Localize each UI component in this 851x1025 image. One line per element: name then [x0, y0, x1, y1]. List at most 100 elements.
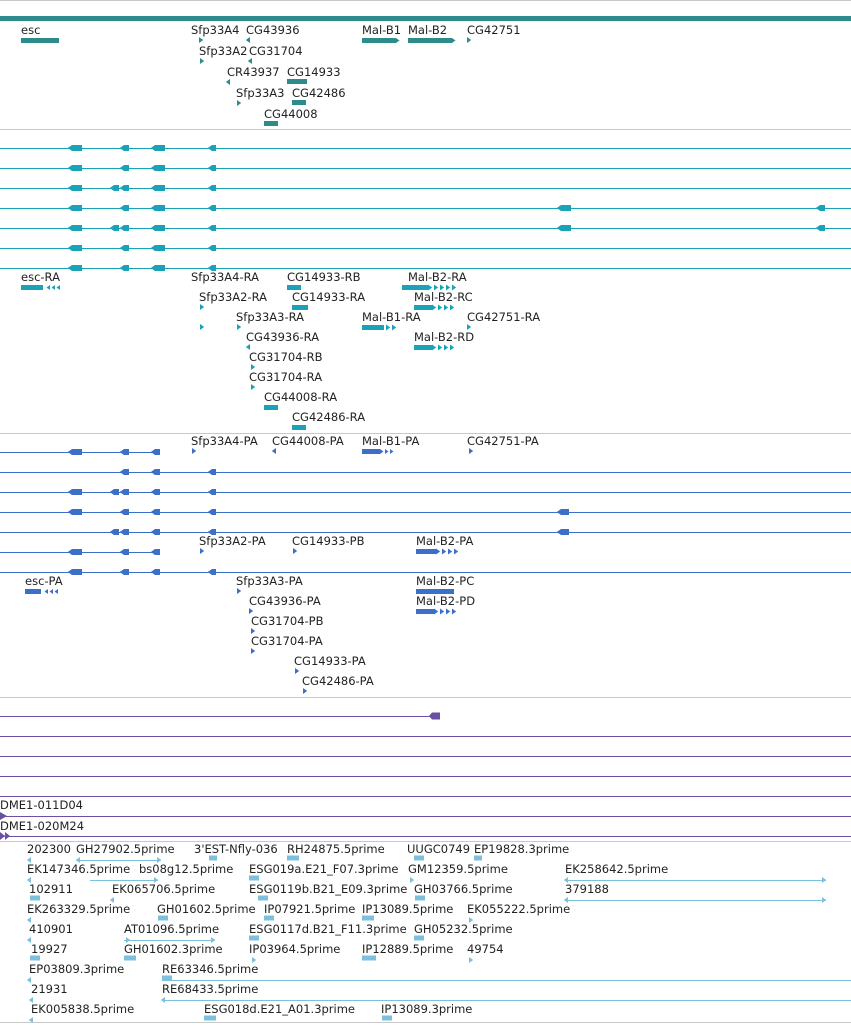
- exon-block[interactable]: [155, 549, 160, 555]
- est-block[interactable]: [158, 915, 168, 921]
- gene-mal-b1-glyph[interactable]: [362, 38, 396, 43]
- exon-block[interactable]: [155, 145, 165, 151]
- exon-block[interactable]: [212, 165, 216, 171]
- gene-cg42486-glyph[interactable]: [292, 100, 306, 105]
- exon-block[interactable]: [561, 529, 569, 535]
- exon-block[interactable]: [212, 509, 216, 515]
- est-block[interactable]: [124, 955, 136, 961]
- exon-block[interactable]: [264, 405, 278, 410]
- gene-cg44008-glyph[interactable]: [264, 121, 278, 126]
- exon-block[interactable]: [124, 549, 129, 555]
- est-block[interactable]: [249, 935, 259, 941]
- exon-block[interactable]: [155, 205, 165, 211]
- exon-block[interactable]: [72, 265, 82, 271]
- exon-block[interactable]: [155, 449, 160, 455]
- est-block[interactable]: [414, 935, 424, 941]
- exon-block[interactable]: [155, 165, 165, 171]
- exon-block[interactable]: [561, 509, 569, 515]
- exon-block[interactable]: [212, 145, 216, 151]
- est-block[interactable]: [362, 915, 374, 921]
- exon-block[interactable]: [25, 589, 41, 594]
- est-block[interactable]: [382, 1015, 392, 1021]
- exon-block[interactable]: [124, 145, 129, 151]
- gene-cg14933-glyph[interactable]: [287, 79, 307, 84]
- exon-block[interactable]: [124, 225, 129, 231]
- exon-block[interactable]: [212, 185, 216, 191]
- est-block[interactable]: [474, 855, 482, 861]
- exon-block[interactable]: [155, 225, 165, 231]
- exon-block[interactable]: [124, 185, 129, 191]
- exon-block[interactable]: [292, 425, 306, 430]
- exon-block[interactable]: [124, 529, 129, 535]
- exon-block[interactable]: [72, 569, 82, 575]
- est-block[interactable]: [362, 955, 376, 961]
- exon-block[interactable]: [155, 185, 165, 191]
- exon-block[interactable]: [155, 469, 160, 475]
- exon-block[interactable]: [114, 185, 119, 191]
- gene-esc-glyph[interactable]: [21, 38, 59, 43]
- exon-block[interactable]: [561, 205, 571, 211]
- exon-block[interactable]: [561, 225, 571, 231]
- est-block[interactable]: [415, 895, 425, 901]
- exon-block[interactable]: [72, 165, 82, 171]
- exon-block[interactable]: [292, 305, 308, 310]
- exon-block[interactable]: [362, 325, 384, 330]
- est-block[interactable]: [30, 895, 40, 901]
- exon-block[interactable]: [114, 225, 119, 231]
- est-block[interactable]: [204, 1015, 216, 1021]
- exon-block[interactable]: [155, 265, 165, 271]
- exon-block[interactable]: [212, 205, 216, 211]
- exon-block[interactable]: [124, 569, 129, 575]
- exon-block[interactable]: [155, 489, 160, 495]
- exon-block[interactable]: [114, 529, 119, 535]
- exon-block[interactable]: [820, 205, 825, 211]
- gene-mal-b2-glyph[interactable]: [408, 38, 452, 43]
- exon-block[interactable]: [72, 225, 82, 231]
- exon-block[interactable]: [72, 145, 82, 151]
- exon-block[interactable]: [124, 449, 129, 455]
- exon-block[interactable]: [212, 529, 216, 535]
- exon-block[interactable]: [21, 285, 43, 290]
- exon-block[interactable]: [416, 589, 454, 594]
- exon-block[interactable]: [212, 489, 216, 495]
- exon-block[interactable]: [72, 185, 82, 191]
- exon-block[interactable]: [212, 265, 216, 271]
- exon-block[interactable]: [416, 609, 434, 614]
- exon-block[interactable]: [124, 165, 129, 171]
- exon-block[interactable]: [414, 345, 432, 350]
- exon-block[interactable]: [72, 509, 82, 515]
- exon-block[interactable]: [155, 509, 160, 515]
- exon-block[interactable]: [212, 245, 216, 251]
- exon-block[interactable]: [416, 549, 436, 554]
- exon-block[interactable]: [124, 489, 129, 495]
- est-block[interactable]: [162, 975, 172, 981]
- est-block[interactable]: [30, 955, 40, 961]
- exon-block[interactable]: [820, 225, 825, 231]
- est-block[interactable]: [209, 855, 217, 861]
- exon-block[interactable]: [124, 265, 129, 271]
- exon-block[interactable]: [287, 285, 301, 290]
- est-block[interactable]: [249, 875, 259, 881]
- exon-block[interactable]: [362, 449, 380, 454]
- exon-block[interactable]: [72, 449, 82, 455]
- exon-block[interactable]: [155, 245, 165, 251]
- exon-block[interactable]: [155, 569, 160, 575]
- exon-block[interactable]: [72, 245, 82, 251]
- exon-block[interactable]: [114, 489, 119, 495]
- exon-block[interactable]: [124, 509, 129, 515]
- exon-block[interactable]: [124, 245, 129, 251]
- exon-block[interactable]: [212, 225, 216, 231]
- exon-block[interactable]: [414, 305, 432, 310]
- exon-block[interactable]: [72, 205, 82, 211]
- est-block[interactable]: [258, 895, 268, 901]
- est-block[interactable]: [264, 915, 274, 921]
- est-block[interactable]: [287, 855, 299, 861]
- exon-block[interactable]: [72, 549, 82, 555]
- exon-block[interactable]: [212, 469, 216, 475]
- exon-block[interactable]: [402, 285, 428, 290]
- exon-block[interactable]: [155, 529, 160, 535]
- exon-block[interactable]: [124, 469, 129, 475]
- exon-block[interactable]: [124, 205, 129, 211]
- est-block[interactable]: [414, 855, 424, 861]
- exon-block[interactable]: [212, 569, 216, 575]
